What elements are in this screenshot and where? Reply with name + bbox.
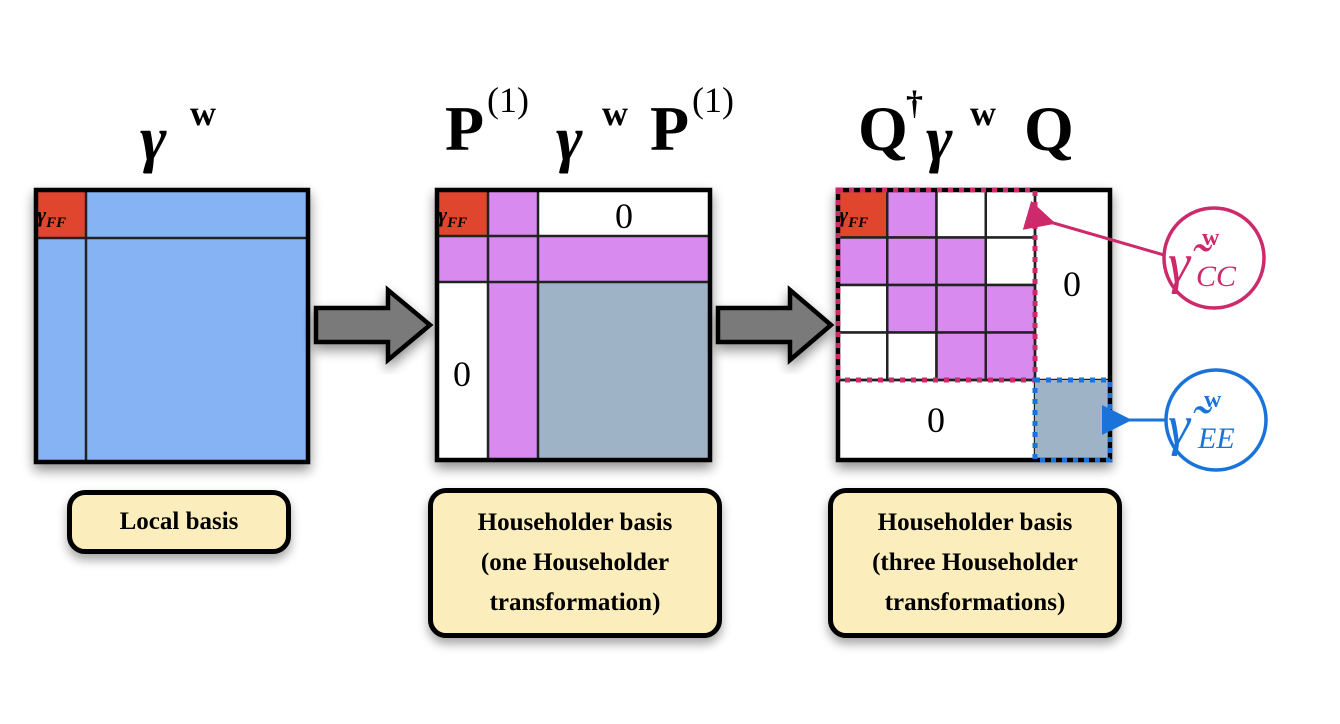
cc-block-highlight	[835, 187, 1038, 383]
grid-cell-purple	[886, 283, 938, 334]
title-q-dagger: Q	[858, 93, 908, 164]
grid-cell-empty	[935, 188, 987, 239]
caption-line: Householder basis	[477, 509, 673, 536]
label-gamma-ff: γFF	[37, 202, 66, 231]
cc-pointer-arrow	[1022, 200, 1165, 257]
caption-line: Householder basis	[877, 509, 1073, 536]
grid-cell-purple	[935, 236, 987, 287]
title-p-right: P	[650, 93, 689, 164]
grid-cell-empty	[984, 236, 1037, 287]
title-p-superscript: (1)	[487, 80, 529, 120]
label-gamma-ff: γFF	[839, 202, 868, 231]
grid-cell-purple	[836, 236, 889, 287]
panel-three-householder: Q † γ w Q γFF 0 0 γ̃ w CC γ̃ w EE	[835, 85, 1268, 472]
right-arrow-icon	[715, 285, 835, 365]
caption-three-householder: Householder basis (three Householder tra…	[828, 488, 1122, 638]
grid-cell-purple	[984, 283, 1037, 334]
grid-cell-purple	[984, 331, 1037, 382]
panel-local-basis: γ w γFF	[33, 93, 311, 465]
zero-left: 0	[453, 354, 471, 394]
title-gamma: γ	[926, 103, 953, 174]
grid-cell-purple	[935, 331, 987, 382]
right-arrow-icon	[313, 285, 434, 365]
callout-gamma-cc	[1162, 206, 1266, 310]
block-environment	[1035, 380, 1110, 460]
block-environment	[538, 282, 710, 460]
active-space-grid	[836, 188, 1110, 460]
matrix-one-householder	[434, 187, 713, 463]
grid-cell-empty	[836, 331, 889, 382]
matrix-border	[434, 187, 713, 463]
block-purple-column	[488, 190, 538, 460]
panel-one-householder: P (1) γ w P (1) γFF 0 0	[434, 80, 734, 463]
caption-one-householder: Householder basis (one Householder trans…	[428, 488, 722, 638]
caption-line: (one Householder	[480, 549, 670, 576]
title-dagger: †	[906, 85, 923, 122]
grid-cell-empty	[836, 283, 889, 334]
transform-arrow-2	[715, 285, 835, 365]
title-gamma-superscript: w	[970, 93, 996, 133]
grid-cell-purple	[935, 283, 987, 334]
transform-arrow-1	[313, 285, 434, 365]
title-gamma-superscript: w	[602, 93, 628, 133]
grid-cell-purple	[886, 188, 938, 239]
title-gamma: γ	[556, 103, 583, 174]
callout-cc-sup: w	[1202, 225, 1220, 251]
title-superscript-w: w	[190, 93, 216, 133]
caption-line: transformation)	[489, 589, 661, 616]
block-gamma-ff	[836, 188, 889, 239]
block-purple-row	[437, 236, 710, 282]
title-gamma: γ	[140, 103, 167, 174]
callout-gamma-ee	[1164, 368, 1268, 472]
grid-cell-empty	[886, 331, 938, 382]
zero-top: 0	[615, 196, 633, 236]
callout-ee-sup: w	[1204, 387, 1222, 413]
zero-right: 0	[1063, 264, 1081, 304]
caption-line: Local basis	[119, 508, 239, 535]
title-p-right-superscript: (1)	[692, 80, 734, 120]
label-gamma-ff: γFF	[438, 202, 467, 231]
grid-cell-purple	[886, 236, 938, 287]
callout-cc-sub: CC	[1196, 260, 1237, 293]
caption-line: transformations)	[884, 589, 1066, 616]
matrix-border	[33, 187, 311, 465]
matrix-local	[33, 187, 311, 465]
matrix-three-householder	[835, 187, 1113, 463]
title-q: Q	[1024, 93, 1074, 164]
caption-line: (three Householder	[872, 549, 1078, 576]
title-p: P	[445, 93, 484, 164]
block-gamma-ff	[36, 190, 86, 238]
grid-cell-empty	[984, 188, 1037, 239]
block-gamma-ff	[437, 190, 488, 236]
caption-local-basis: Local basis	[67, 490, 291, 554]
zero-bottom: 0	[927, 400, 945, 440]
callout-ee-sub: EE	[1197, 422, 1235, 455]
